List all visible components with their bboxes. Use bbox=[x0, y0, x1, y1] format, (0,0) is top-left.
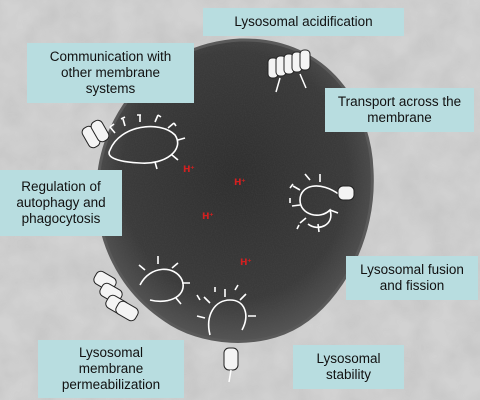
membrane-protein-left-top bbox=[81, 119, 110, 149]
proton-2: H⁺ bbox=[234, 178, 246, 188]
label-fusion: Lysosomal fusion and fission bbox=[346, 256, 478, 300]
label-permeabilization: Lysosomal membrane permeabilization bbox=[38, 340, 184, 398]
membrane-protein-bottom bbox=[223, 347, 239, 383]
label-communication: Communication with other membrane system… bbox=[27, 43, 194, 103]
proton-1: H⁺ bbox=[183, 165, 195, 175]
label-transport: Transport across the membrane bbox=[325, 88, 474, 132]
glycoprotein-bottom bbox=[196, 284, 256, 336]
proton-4: H⁺ bbox=[240, 258, 252, 268]
label-stability: Lysosomal stability bbox=[293, 345, 404, 389]
glycoprotein-right bbox=[289, 173, 341, 233]
label-autophagy: Regulation of autophagy and phagocytosis bbox=[0, 170, 122, 236]
membrane-protein-right bbox=[337, 185, 355, 201]
membrane-protein-top bbox=[267, 49, 311, 93]
glycoprotein-top-left bbox=[108, 114, 186, 170]
label-acidification: Lysosomal acidification bbox=[203, 8, 404, 36]
membrane-protein-bottom-left bbox=[93, 270, 139, 322]
glycoprotein-bottom-left bbox=[138, 256, 190, 305]
proton-3: H⁺ bbox=[202, 212, 214, 222]
